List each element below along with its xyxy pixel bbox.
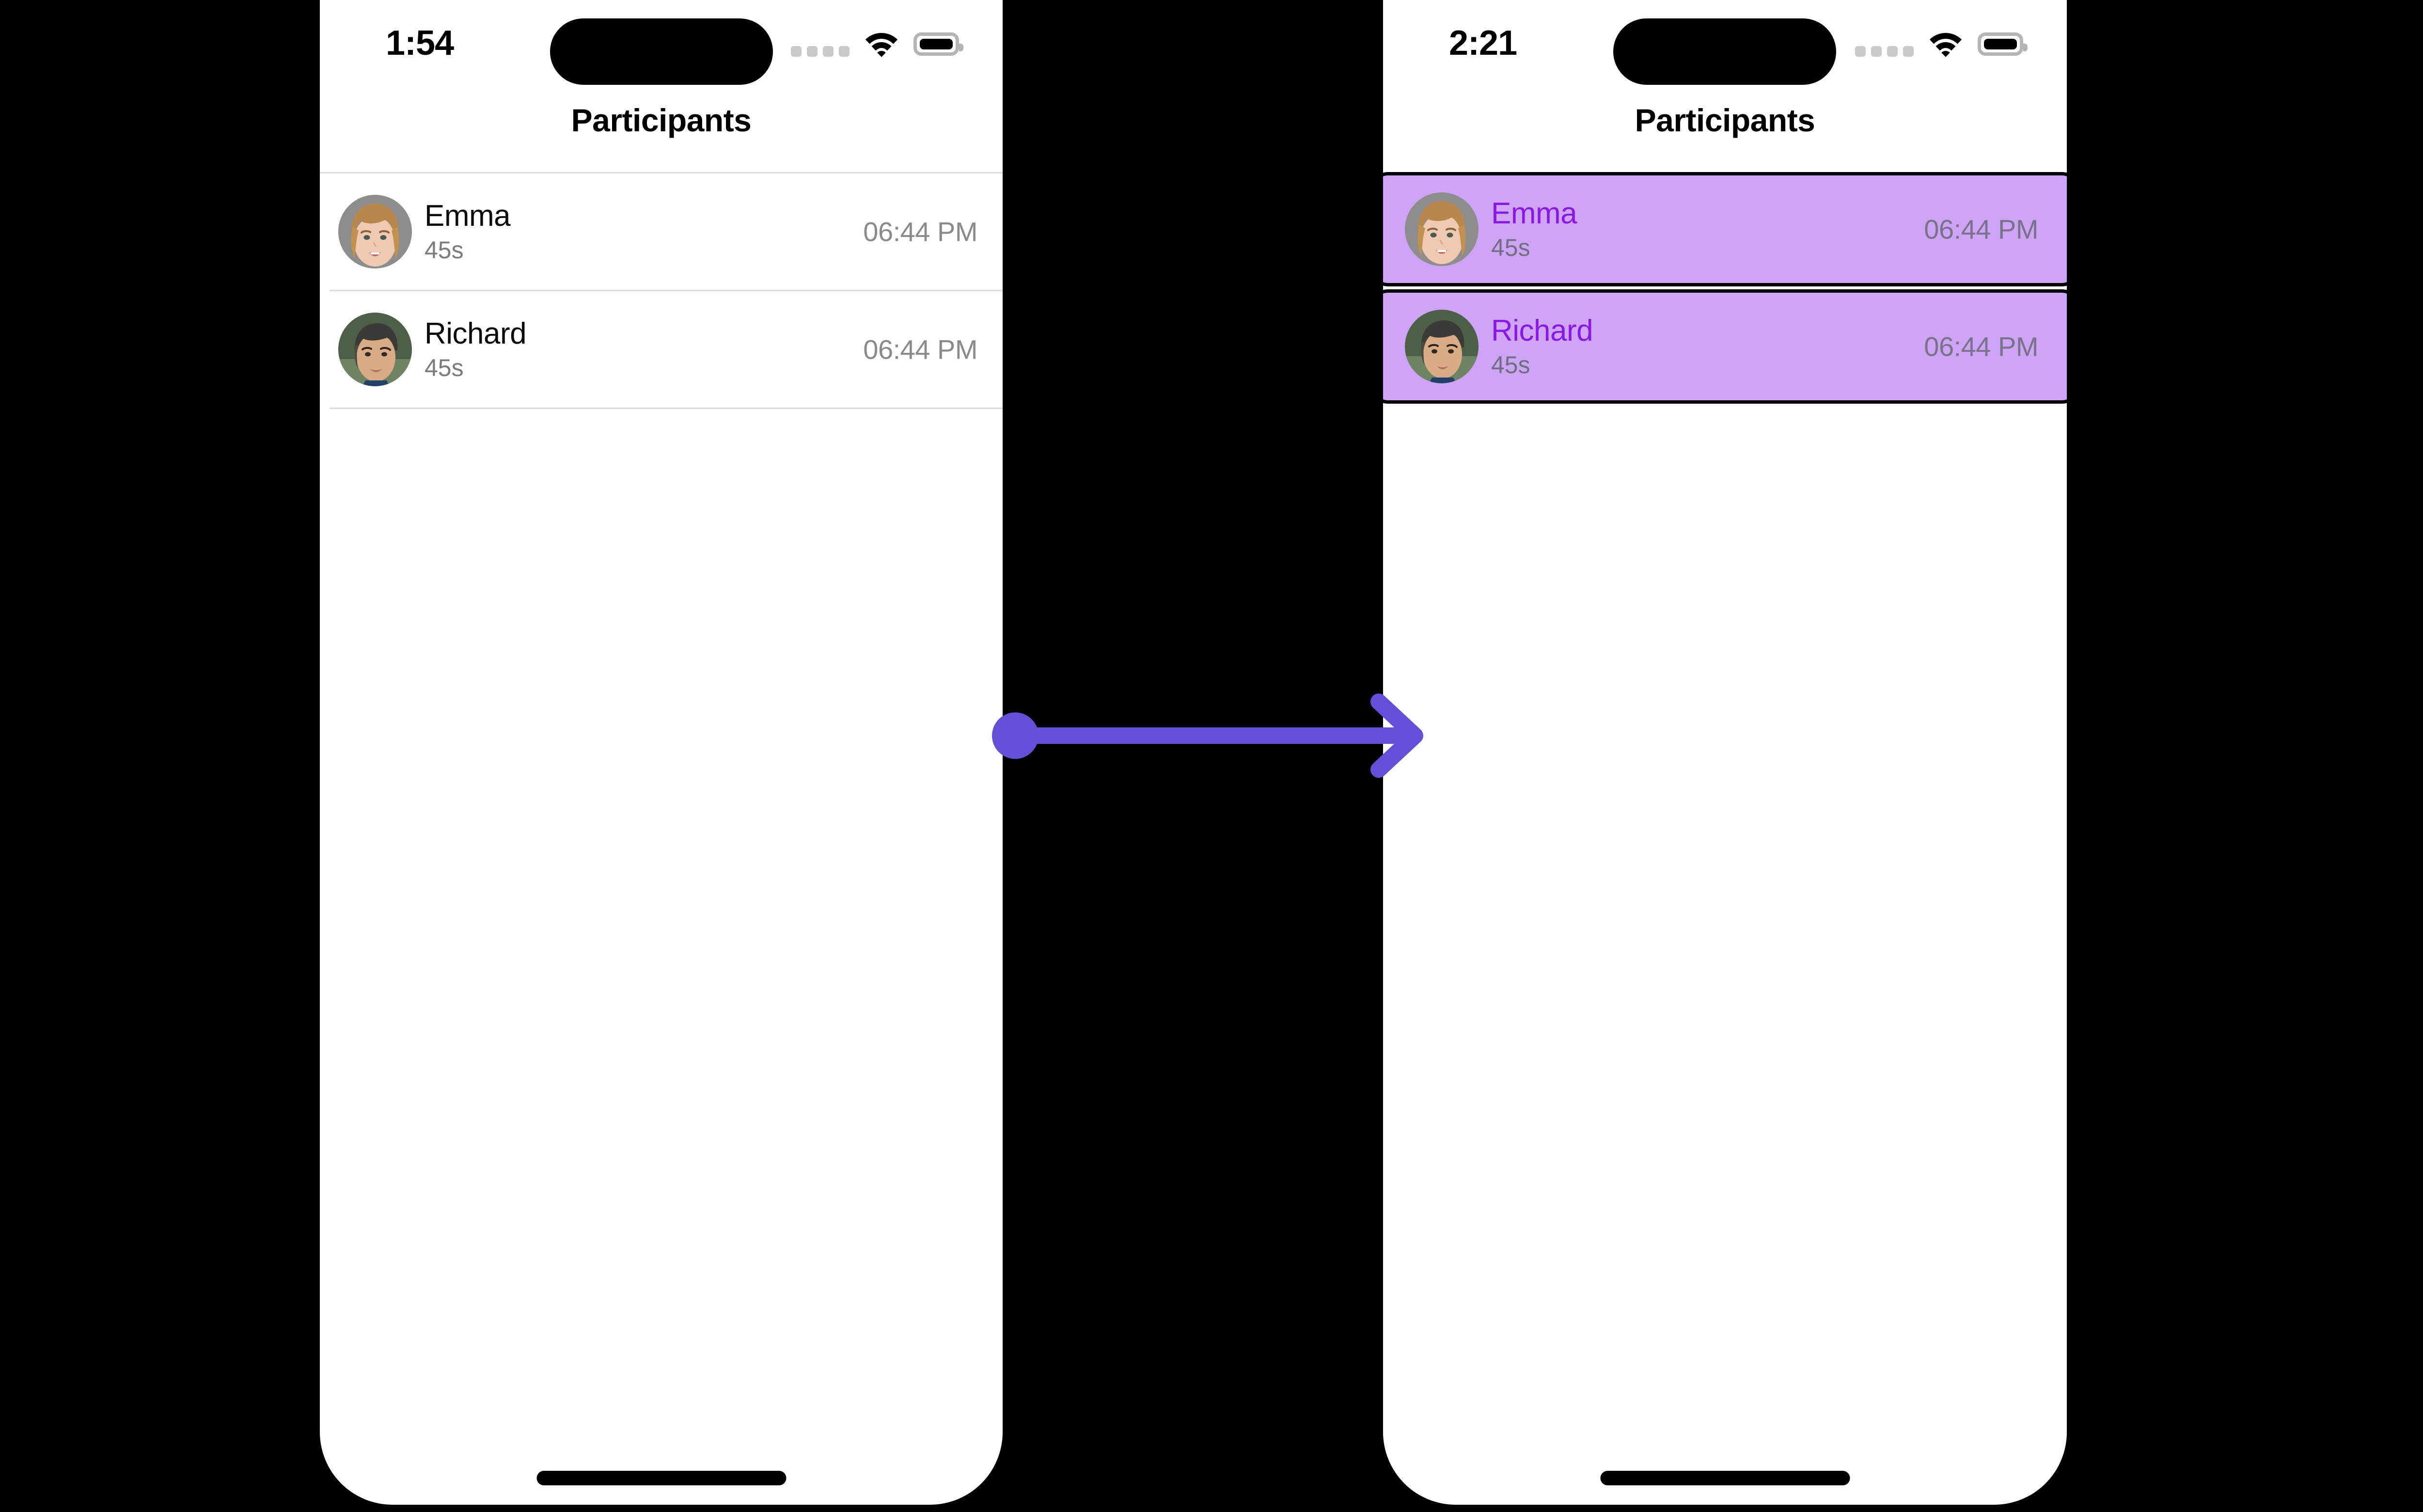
participant-duration: 45s [425, 236, 464, 264]
participant-time: 06:44 PM [863, 334, 977, 365]
status-bar: 2:21 [1383, 0, 2067, 102]
participant-name: Emma [425, 199, 511, 233]
table-row[interactable]: Richard 45s 06:44 PM [320, 291, 1003, 408]
wifi-icon [1927, 28, 1964, 60]
participant-time: 06:44 PM [863, 216, 977, 247]
table-row-selected[interactable]: Richard 45s 06:44 PM [1383, 289, 2067, 404]
nav-bar: Participants [320, 102, 1003, 172]
row-text: Richard 45s [425, 317, 527, 381]
battery-icon [1978, 32, 2028, 56]
participants-list-after: Emma 45s 06:44 PM [1383, 172, 2067, 404]
list-divider-top [320, 172, 1003, 173]
participant-time: 06:44 PM [1924, 331, 2038, 362]
status-bar-clock: 1:54 [386, 24, 454, 63]
participant-name: Richard [425, 317, 527, 350]
table-row-selected[interactable]: Emma 45s 06:44 PM [1383, 172, 2067, 286]
avatar-richard [338, 313, 412, 386]
participant-name: Richard [1491, 314, 1593, 347]
participant-duration: 45s [1491, 234, 1530, 261]
cellular-dots-icon [1855, 46, 1914, 57]
dynamic-island [550, 18, 773, 85]
status-bar-indicators [791, 28, 963, 60]
avatar-emma [338, 195, 412, 268]
wifi-icon [863, 28, 900, 60]
list-divider [330, 290, 1003, 291]
battery-icon [913, 32, 963, 56]
home-indicator[interactable] [1600, 1471, 1850, 1485]
row-text: Richard 45s [1491, 314, 1593, 378]
status-bar: 1:54 [320, 0, 1003, 102]
status-bar-indicators [1855, 28, 2028, 60]
phone-screen-after: 2:21 Participants [1383, 0, 2067, 1505]
avatar-richard [1405, 310, 1479, 383]
row-text: Emma 45s [1491, 199, 1577, 260]
dynamic-island [1613, 18, 1836, 85]
list-divider-bottom [330, 408, 1003, 409]
participant-duration: 45s [425, 354, 464, 381]
table-row[interactable]: Emma 45s 06:44 PM [320, 173, 1003, 290]
participant-name: Emma [1491, 197, 1577, 230]
phone-screen-before: 1:54 Participants [320, 0, 1003, 1505]
page-title: Participants [571, 102, 752, 138]
status-bar-clock: 2:21 [1449, 24, 1517, 63]
avatar-emma [1405, 192, 1479, 266]
participants-list-before: Emma 45s 06:44 PM [320, 172, 1003, 409]
page-title: Participants [1635, 102, 1815, 138]
nav-bar: Participants [1383, 102, 2067, 172]
participant-duration: 45s [1491, 351, 1530, 378]
home-indicator[interactable] [536, 1471, 786, 1485]
row-text: Emma 45s [425, 199, 511, 264]
cellular-dots-icon [791, 46, 850, 57]
participant-time: 06:44 PM [1924, 214, 2038, 245]
